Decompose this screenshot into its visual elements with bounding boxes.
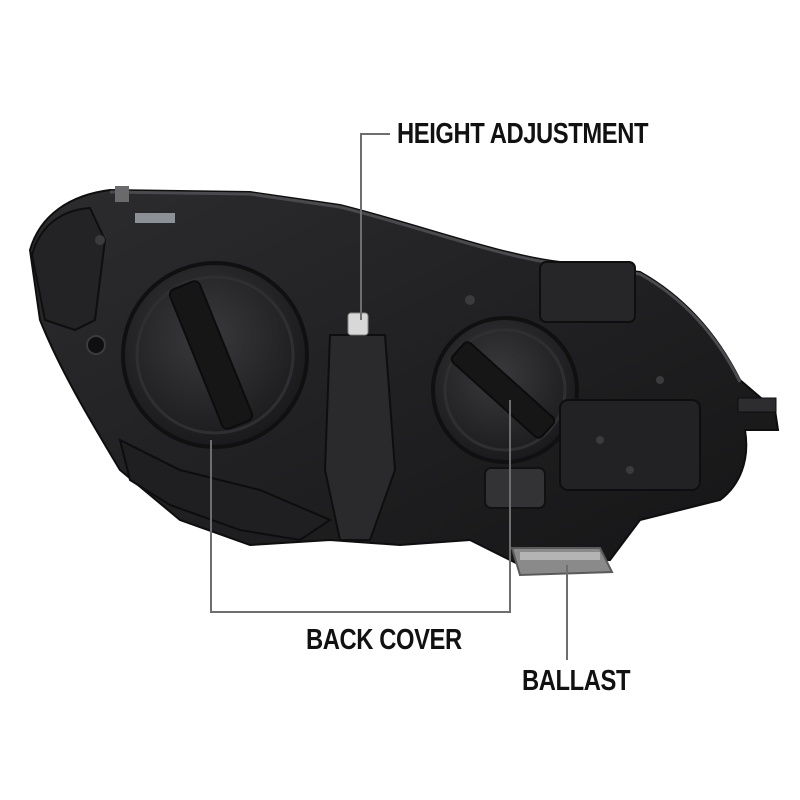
lower-skirt (118, 438, 333, 542)
height-adjuster-knob (347, 312, 369, 336)
screw-left (86, 335, 106, 355)
label-height-adjustment: HEIGHT ADJUSTMENT (397, 118, 649, 150)
right-cover-grip (450, 341, 556, 439)
label-ballast: BALLAST (522, 665, 631, 697)
callout-line-height (360, 133, 390, 320)
label-back-cover: BACK COVER (306, 624, 462, 656)
right-upper-block (539, 261, 636, 323)
left-cover-grip (168, 280, 254, 430)
mount-tab-top (115, 186, 129, 202)
right-lower-block (559, 399, 701, 491)
connector-plug (484, 467, 546, 509)
callout-line-back-cover (210, 400, 511, 613)
center-bracket (323, 334, 397, 541)
mount-tab-right (737, 397, 777, 413)
housing-left-end (30, 206, 107, 332)
